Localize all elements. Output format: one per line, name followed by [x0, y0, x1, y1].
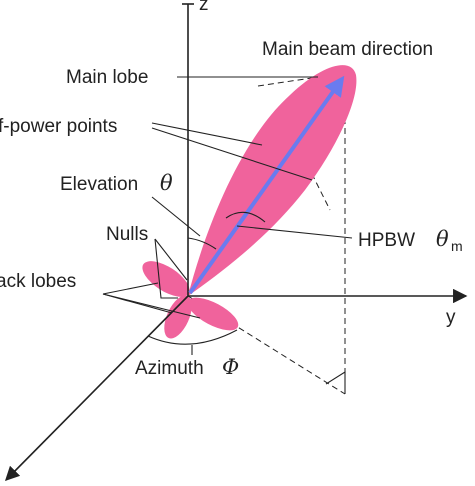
azimuth-arc [147, 329, 238, 345]
hpbw-symbol: θ [436, 227, 449, 251]
elevation-symbol: θ [160, 171, 173, 195]
back-lobe-lower [164, 295, 192, 339]
elevation-label: Elevation [60, 174, 138, 195]
main-beam-direction-label: Main beam direction [262, 39, 433, 60]
half-power-points-label: f-power points [0, 116, 117, 137]
back-lobes-label: ack lobes [0, 271, 76, 292]
z-axis-label: z [199, 0, 209, 15]
back-lobe-left [142, 261, 190, 297]
azimuth-symbol: Φ [222, 355, 239, 379]
nulls-label: Nulls [106, 224, 148, 245]
azimuth-label: Azimuth [135, 358, 204, 379]
labels: z y Main beam direction Main lobe f-powe… [0, 0, 463, 379]
hpbw-subscript: m [451, 238, 463, 254]
x-axis [4, 295, 189, 482]
angle-arcs [147, 211, 266, 345]
hpbw-arc [225, 211, 266, 223]
hpbw-label: HPBW [358, 230, 415, 251]
leader-lines [102, 76, 353, 355]
coordinate-axes [4, 3, 468, 482]
y-axis-label: y [446, 307, 456, 328]
main-lobe-label: Main lobe [66, 67, 148, 88]
main-beam-arrow [188, 75, 345, 295]
back-lobe-right [187, 297, 239, 331]
elevation-arc [187, 237, 217, 250]
